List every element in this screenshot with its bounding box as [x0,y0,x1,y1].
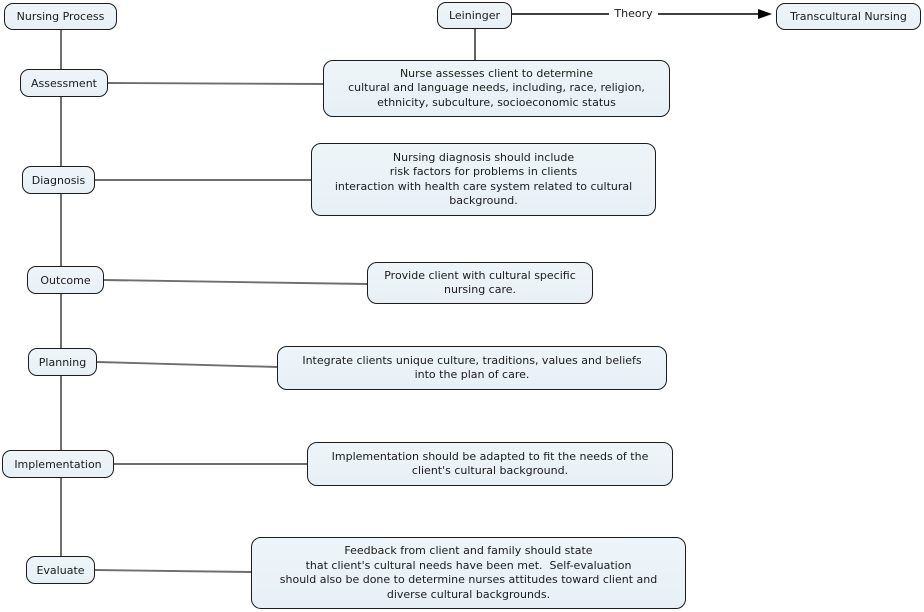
theory-arrowhead [758,9,772,19]
description-outcome[interactable]: Provide client with cultural specific nu… [367,262,593,304]
theory-edge-label: Theory [614,7,653,20]
connector-evaluate [94,569,252,573]
node-transcultural-nursing[interactable]: Transcultural Nursing [776,3,921,30]
description-diagnosis[interactable]: Nursing diagnosis should include risk fa… [311,143,656,216]
description-assessment[interactable]: Nurse assesses client to determine cultu… [323,60,670,117]
connector-assessment [107,82,324,85]
node-step-outcome[interactable]: Outcome [27,266,104,294]
connector-outcome [103,279,368,285]
connector-planning [96,361,278,368]
node-step-evaluate[interactable]: Evaluate [26,556,95,584]
description-implementation[interactable]: Implementation should be adapted to fit … [307,442,673,486]
node-step-planning[interactable]: Planning [28,348,97,376]
node-leininger[interactable]: Leininger [437,2,512,29]
description-planning[interactable]: Integrate clients unique culture, tradit… [277,346,667,390]
node-step-implementation[interactable]: Implementation [2,450,114,478]
node-step-assessment[interactable]: Assessment [20,69,108,97]
description-evaluate[interactable]: Feedback from client and family should s… [251,537,686,609]
node-step-diagnosis[interactable]: Diagnosis [22,166,95,194]
node-nursing-process[interactable]: Nursing Process [4,3,117,30]
